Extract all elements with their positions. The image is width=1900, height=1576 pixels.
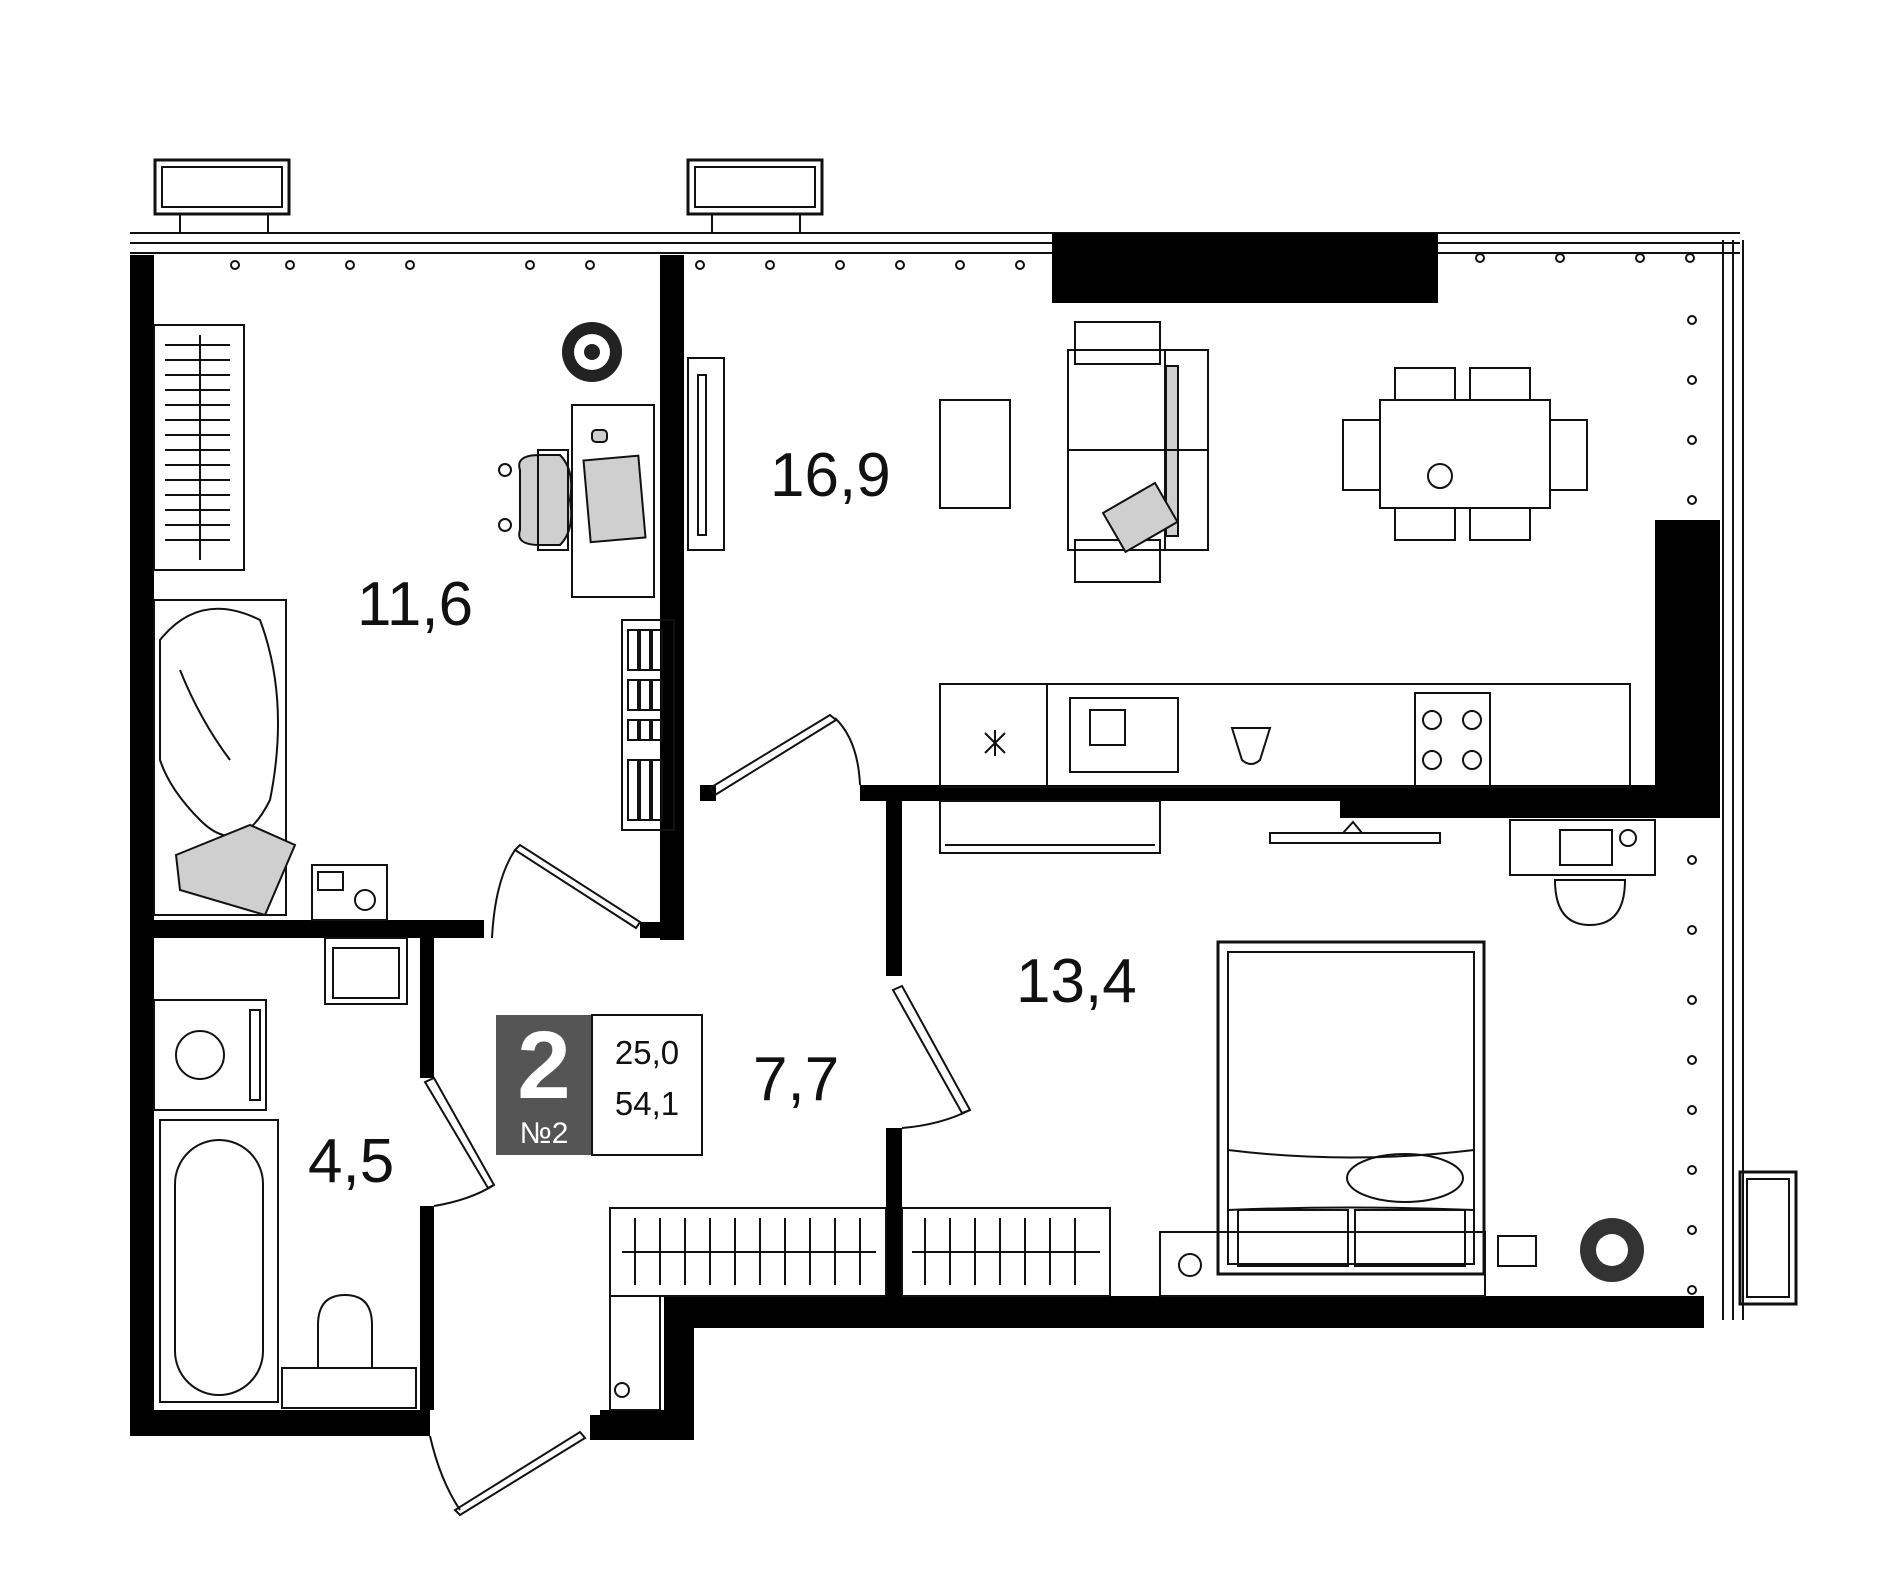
workdesk-icon bbox=[1509, 819, 1656, 927]
apartment-info: 2 №2 25,0 54,1 bbox=[496, 1012, 703, 1156]
rooms-count: 2 bbox=[517, 1012, 570, 1119]
wardrobe-top-icon bbox=[939, 800, 1161, 854]
sink-icon bbox=[324, 937, 408, 1005]
dining-table-icon bbox=[1342, 367, 1588, 541]
area-bathroom: 4,5 bbox=[308, 1127, 394, 1196]
area-bedroom-large: 13,4 bbox=[1016, 947, 1137, 1016]
area-bedroom-small: 11,6 bbox=[357, 570, 473, 639]
sofa-icon bbox=[1067, 321, 1209, 583]
chair-icon bbox=[498, 449, 573, 551]
bedroom-wardrobe-icon bbox=[901, 1207, 1111, 1297]
rooms-badge bbox=[496, 1015, 592, 1155]
plant-bedroom-icon bbox=[1580, 1218, 1644, 1282]
total-area-value: 54,1 bbox=[615, 1085, 679, 1122]
bookshelf-icon bbox=[621, 619, 675, 831]
area-hallway: 7,7 bbox=[753, 1045, 839, 1114]
walls bbox=[130, 233, 1720, 1440]
coffee-table-icon bbox=[939, 399, 1011, 509]
living-area-value: 25,0 bbox=[615, 1034, 679, 1071]
doors bbox=[423, 713, 972, 1517]
hallway-wardrobe-icon bbox=[609, 1207, 887, 1297]
area-living-kitchen: 16,9 bbox=[770, 441, 891, 510]
apartment-number: №2 bbox=[520, 1117, 569, 1150]
ac-unit-center bbox=[686, 158, 824, 233]
kitchen-counter-icon bbox=[939, 683, 1631, 788]
bathtub-icon bbox=[159, 1119, 279, 1403]
desk-icon bbox=[571, 404, 655, 598]
toilet-icon bbox=[281, 1293, 417, 1409]
double-bed-icon bbox=[1159, 940, 1537, 1297]
washing-machine-icon bbox=[153, 999, 267, 1111]
window-rail-top bbox=[130, 232, 1744, 1320]
boiler-icon bbox=[609, 1295, 661, 1411]
nightstand-icon bbox=[311, 864, 388, 921]
tv-wall-icon bbox=[1269, 820, 1441, 844]
plant-icon bbox=[562, 322, 622, 382]
tv-unit-icon bbox=[687, 357, 725, 551]
wardrobe-icon bbox=[153, 324, 245, 571]
ac-unit-right bbox=[1738, 1170, 1798, 1306]
ac-unit-left bbox=[153, 158, 291, 233]
bed-single-icon bbox=[153, 599, 297, 917]
